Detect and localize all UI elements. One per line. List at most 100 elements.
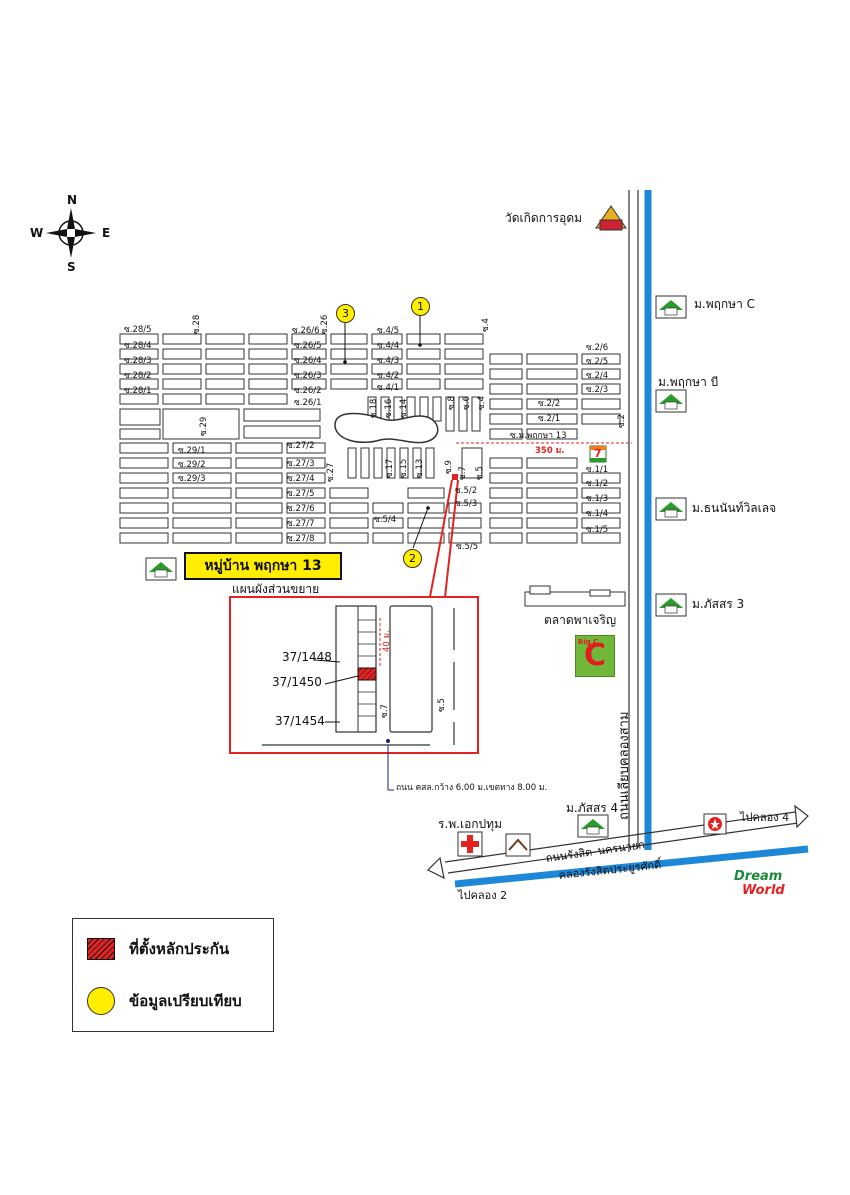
village-b-label: ม.พฤกษา บี [658, 375, 719, 389]
legend-row-collateral: ที่ตั้งหลักประกัน [87, 937, 229, 961]
collateral-swatch-icon [87, 938, 115, 960]
soi-main-label: ซ.ม.พฤกษา 13 [510, 431, 567, 441]
soi-label: ซ.2/3 [586, 385, 609, 395]
soi-label: ซ.4/5 [377, 326, 400, 336]
soi-label: ซ.28/5 [124, 325, 152, 335]
soi-label: ซ.27/3 [287, 459, 315, 469]
gas-station-icon [703, 813, 727, 835]
soi-label: ซ.2/6 [586, 343, 609, 353]
main-road-label: ถนนเลียบคลองสาม [617, 711, 632, 820]
soi-label: ซ.16 [384, 398, 394, 418]
soi-label: ซ.5/4 [374, 515, 397, 525]
inset-soi7: ซ.7 [380, 704, 390, 718]
main-road-vertical [628, 190, 652, 852]
village-title: หมู่บ้าน พฤกษา 13 [184, 552, 342, 580]
soi-label: ซ.1/2 [586, 479, 609, 489]
soi-label: ซ.2/2 [538, 399, 561, 409]
soi-label: ซ.26 [320, 314, 330, 334]
house-icon [655, 295, 687, 319]
soi-label: ซ.2/4 [586, 371, 609, 381]
soi-label: ซ.26/5 [294, 341, 322, 351]
soi-label: ซ.5/3 [455, 499, 478, 509]
village-phatsorn3-label: ม.ภัสสร 3 [692, 597, 745, 611]
seven-eleven-label: 7 [594, 447, 602, 460]
dreamworld-logo-1: Dream [734, 869, 783, 884]
soi-label: ซ.29/3 [178, 474, 206, 484]
collateral-marker [452, 474, 458, 480]
soi-label: ซ.27 [326, 462, 336, 482]
soi-label: ซ.1/1 [586, 465, 609, 475]
soi-label: ซ.2/5 [586, 357, 609, 367]
soi-label: ซ.28/2 [124, 371, 152, 381]
house-icon [655, 593, 687, 617]
soi-label: ซ.29/1 [178, 446, 206, 456]
loop-road [334, 412, 439, 444]
seven-eleven-icon [589, 445, 607, 463]
house-icon [655, 389, 687, 413]
soi-label: ซ.2 [617, 414, 627, 428]
soi-label: ซ.7 [458, 466, 468, 480]
compass-w: W [30, 226, 44, 240]
soi-label: ซ.26/3 [294, 371, 322, 381]
soi-label: ซ.26/4 [294, 356, 322, 366]
house-icon [655, 497, 687, 521]
soi-label: ซ.26/1 [294, 398, 322, 408]
village-grid [119, 333, 621, 544]
soi-label: ซ.26/2 [294, 386, 322, 396]
village-phatsorn4-label: ม.ภัสสร 4 [566, 801, 619, 815]
compass-n: N [67, 193, 78, 207]
legend-row-comparison: ข้อมูลเปรียบเทียบ [87, 987, 242, 1015]
inset-soi5: ซ.5 [437, 698, 447, 712]
soi-label: ซ.14 [399, 398, 409, 418]
comparison-marker-2: 2 [403, 549, 422, 568]
village-thanan-label: ม.ธนนันท์วิลเลจ [692, 501, 777, 515]
legend-comparison-label: ข้อมูลเปรียบเทียบ [129, 992, 242, 1010]
temple-label: วัดเกิดการอุดม [505, 211, 583, 225]
house-icon [577, 814, 609, 838]
soi-label: ซ.4 [477, 396, 487, 410]
rangsit-road [426, 804, 809, 888]
legend: ที่ตั้งหลักประกัน ข้อมูลเปรียบเทียบ [72, 918, 274, 1032]
soi-label: ซ.5/5 [456, 542, 479, 552]
bigc-text: Big C [578, 638, 599, 646]
comparison-marker-3: 3 [336, 304, 355, 323]
soi-label: ซ.4/4 [377, 341, 400, 351]
compass-e: E [102, 226, 111, 240]
dreamworld-logo-2: World [742, 883, 785, 898]
comparison-circle-icon [87, 987, 115, 1015]
soi-label: ซ.28/3 [124, 356, 152, 366]
house-icon [145, 557, 177, 581]
soi-label: ซ.27/6 [287, 504, 315, 514]
hotel-icon [505, 833, 531, 857]
soi-label: ซ.28 [192, 314, 202, 334]
soi-label: ซ.27/8 [287, 534, 315, 544]
soi-label: ซ.27/2 [287, 441, 315, 451]
soi-label: ซ.29 [199, 416, 209, 436]
market-label: ตลาดพาเจริญ [544, 613, 617, 627]
soi-label: ซ.15 [399, 458, 409, 478]
soi-label: ซ.4/2 [377, 371, 400, 381]
soi-label: ซ.28/4 [124, 341, 152, 351]
village-c-label: ม.พฤกษา C [694, 297, 756, 311]
to-klong2-label: ไปคลอง 2 [458, 889, 508, 902]
soi-label: ซ.13 [415, 458, 425, 478]
soi-label: ซ.5 [475, 466, 485, 480]
comparison-marker-1: 1 [411, 297, 430, 316]
soi-label: ซ.8 [447, 396, 457, 410]
soi-label: ซ.1/4 [586, 509, 609, 519]
legend-collateral-label: ที่ตั้งหลักประกัน [129, 940, 230, 958]
soi-label: ซ.4 [481, 318, 491, 332]
soi-label: ซ.2/1 [538, 414, 561, 424]
soi-label: ซ.27/5 [287, 489, 315, 499]
soi-label: ซ.18 [369, 398, 379, 418]
to-klong4-label: ไปคลอง 4 [740, 811, 790, 824]
lot-1450: 37/1450 [272, 675, 322, 689]
temple-icon [595, 205, 627, 231]
bigc-logo: Big C C [575, 635, 615, 677]
soi-label: ซ.4/1 [377, 383, 400, 393]
soi-label: ซ.5/2 [455, 486, 478, 496]
soi-label: ซ.27/4 [287, 474, 315, 484]
soi-label: ซ.1/3 [586, 494, 609, 504]
market-icon [524, 585, 626, 607]
